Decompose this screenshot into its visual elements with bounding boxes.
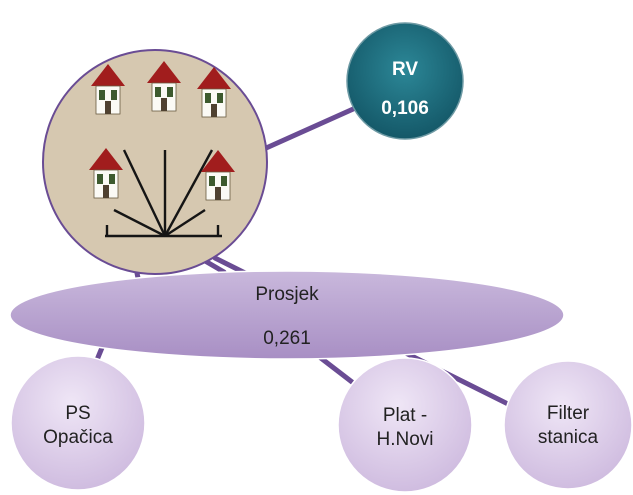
filter-stanica-label: Filter stanica (518, 402, 618, 450)
rv-node[interactable] (346, 22, 464, 140)
leaf-line1: Plat - (382, 405, 428, 426)
leaf-node-ps-opacica[interactable] (10, 355, 146, 491)
leaf-line1: PS (65, 403, 91, 424)
prosjek-title: Prosjek (255, 284, 319, 305)
leaf-line2: stanica (537, 427, 599, 448)
prosjek-value: 0,261 (263, 328, 311, 349)
rv-label: RV 0,106 (355, 56, 455, 119)
prosjek-node[interactable] (9, 270, 565, 360)
leaf-line2: Opačica (43, 427, 113, 448)
prosjek-label: Prosjek 0,261 (157, 273, 417, 361)
leaf-line1: Filter (546, 403, 590, 424)
ps-opacica-label: PS Opačica (28, 402, 128, 450)
leaf-node-plat-hnovi[interactable] (337, 357, 473, 493)
rv-value: 0,106 (381, 98, 429, 119)
rv-title: RV (391, 59, 419, 80)
houses-tree-icon (42, 49, 268, 275)
plat-hnovi-label: Plat - H.Novi (355, 404, 455, 452)
leaf-node-filter-stanica[interactable] (503, 360, 633, 490)
leaf-line2: H.Novi (376, 429, 434, 450)
